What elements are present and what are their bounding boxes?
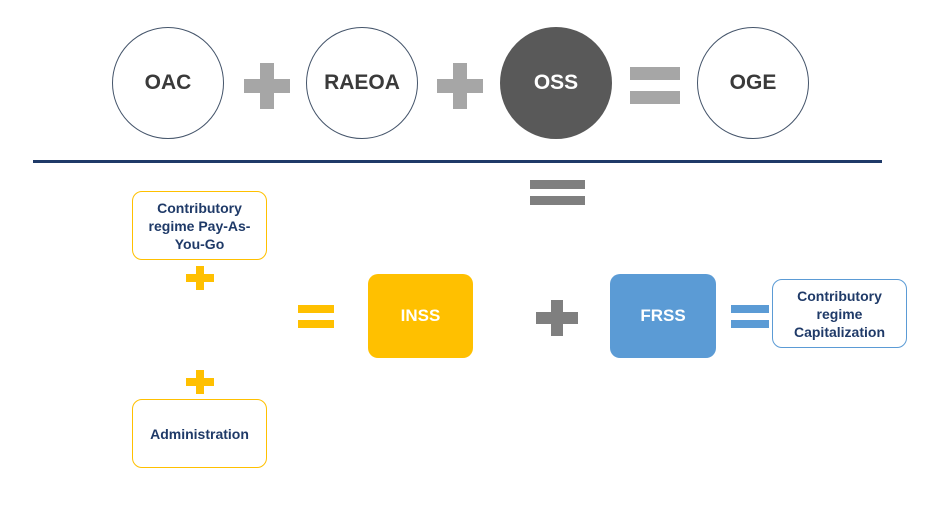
pay-as-you-go-label: Contributory regime Pay-As-You-Go bbox=[148, 199, 251, 252]
capitalization-box: Contributory regime Capitalization bbox=[772, 279, 907, 348]
circle-raeoa: RAEOA bbox=[306, 27, 418, 139]
inss-box: INSS bbox=[368, 274, 473, 358]
inss-label: INSS bbox=[400, 306, 441, 325]
administration-label: Administration bbox=[150, 425, 249, 442]
circle-oss: OSS bbox=[500, 27, 612, 139]
circle-oge-label: OGE bbox=[729, 71, 777, 94]
plus-icon bbox=[536, 300, 578, 336]
equals-icon bbox=[731, 305, 769, 329]
circle-oac: OAC bbox=[112, 27, 224, 139]
divider-line bbox=[33, 160, 882, 163]
pay-as-you-go-box: Contributory regime Pay-As-You-Go bbox=[132, 191, 267, 260]
equals-icon bbox=[298, 305, 334, 329]
circle-oge: OGE bbox=[697, 27, 809, 139]
equals-icon bbox=[630, 67, 680, 105]
frss-box: FRSS bbox=[610, 274, 716, 358]
plus-icon bbox=[244, 63, 290, 109]
circle-oac-label: OAC bbox=[144, 71, 192, 94]
capitalization-label: Contributory regime Capitalization bbox=[793, 287, 885, 340]
plus-icon bbox=[186, 266, 214, 290]
frss-label: FRSS bbox=[640, 306, 686, 325]
equals-icon bbox=[530, 180, 585, 206]
plus-icon bbox=[186, 370, 214, 394]
plus-icon bbox=[437, 63, 483, 109]
circle-raeoa-label: RAEOA bbox=[324, 71, 400, 94]
circle-oss-label: OSS bbox=[533, 71, 579, 94]
administration-box: Administration bbox=[132, 399, 267, 468]
